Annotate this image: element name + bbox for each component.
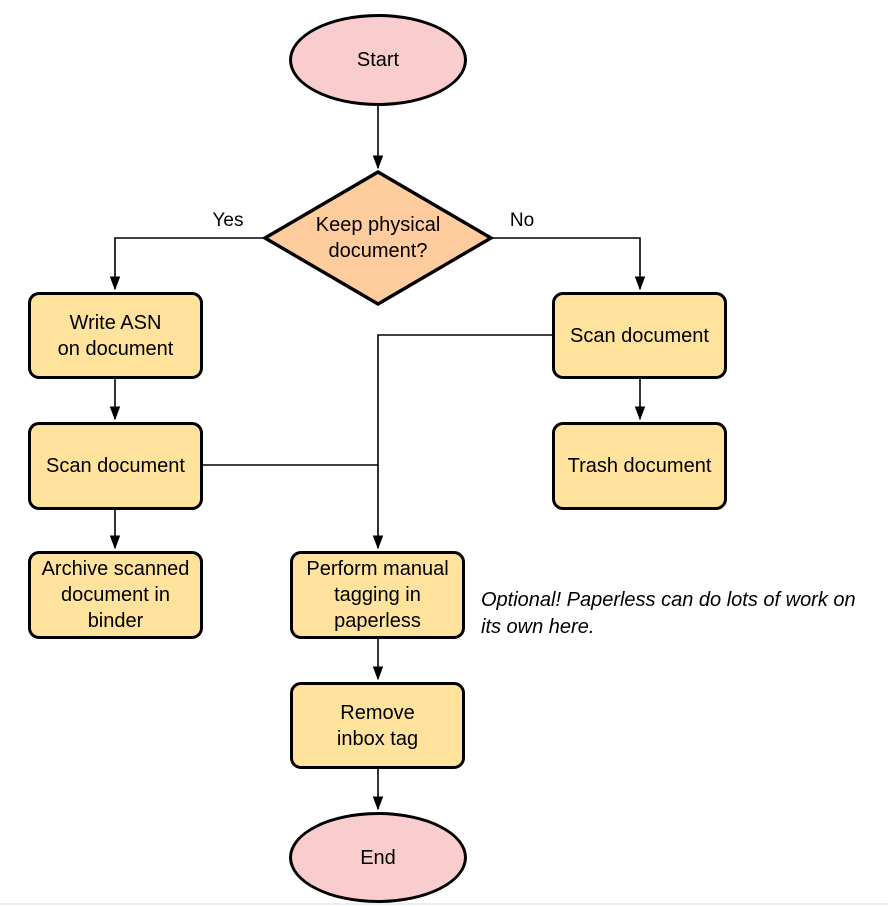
node-start: Start [289,14,467,106]
node-trash-document: Trash document [552,422,727,510]
node-scan-document-right: Scan document [552,292,727,379]
node-remove-inbox-tag: Remove inbox tag [290,682,465,769]
node-decision-label: Keep physical document? [315,214,441,262]
edge-label-no: No [509,210,535,231]
page-bottom-divider [0,903,888,905]
node-trash-document-label: Trash document [567,455,712,477]
node-write-asn: Write ASN on document [28,292,203,379]
edge-scan-right-to-perform [372,334,553,550]
node-scan-document-left: Scan document [28,422,203,510]
node-scan-document-right-label: Scan document [570,324,709,347]
edge-decision-yes-to-write-asn [109,237,265,291]
node-end-label: End [360,846,396,869]
edge-decision-no-to-scan-right [491,237,646,291]
node-remove-inbox-tag-label: Remove inbox tag [336,701,419,750]
node-archive-binder: Archive scanned document in binder [28,551,203,639]
node-perform-tagging: Perform manual tagging in paperless [290,551,465,639]
node-start-label: Start [356,49,400,71]
node-perform-tagging-label: Perform manual tagging in paperless [306,558,449,632]
annotation-note: Optional! Paperless can do lots of work … [481,589,856,638]
edge-label-yes: Yes [212,210,244,231]
node-decision: Keep physical document? [265,172,491,304]
node-end: End [289,812,467,903]
node-archive-binder-label: Archive scanned document in binder [41,558,190,632]
decision-shape [261,170,495,306]
node-write-asn-label: Write ASN on document [57,311,174,360]
node-scan-document-left-label: Scan document [46,455,185,477]
